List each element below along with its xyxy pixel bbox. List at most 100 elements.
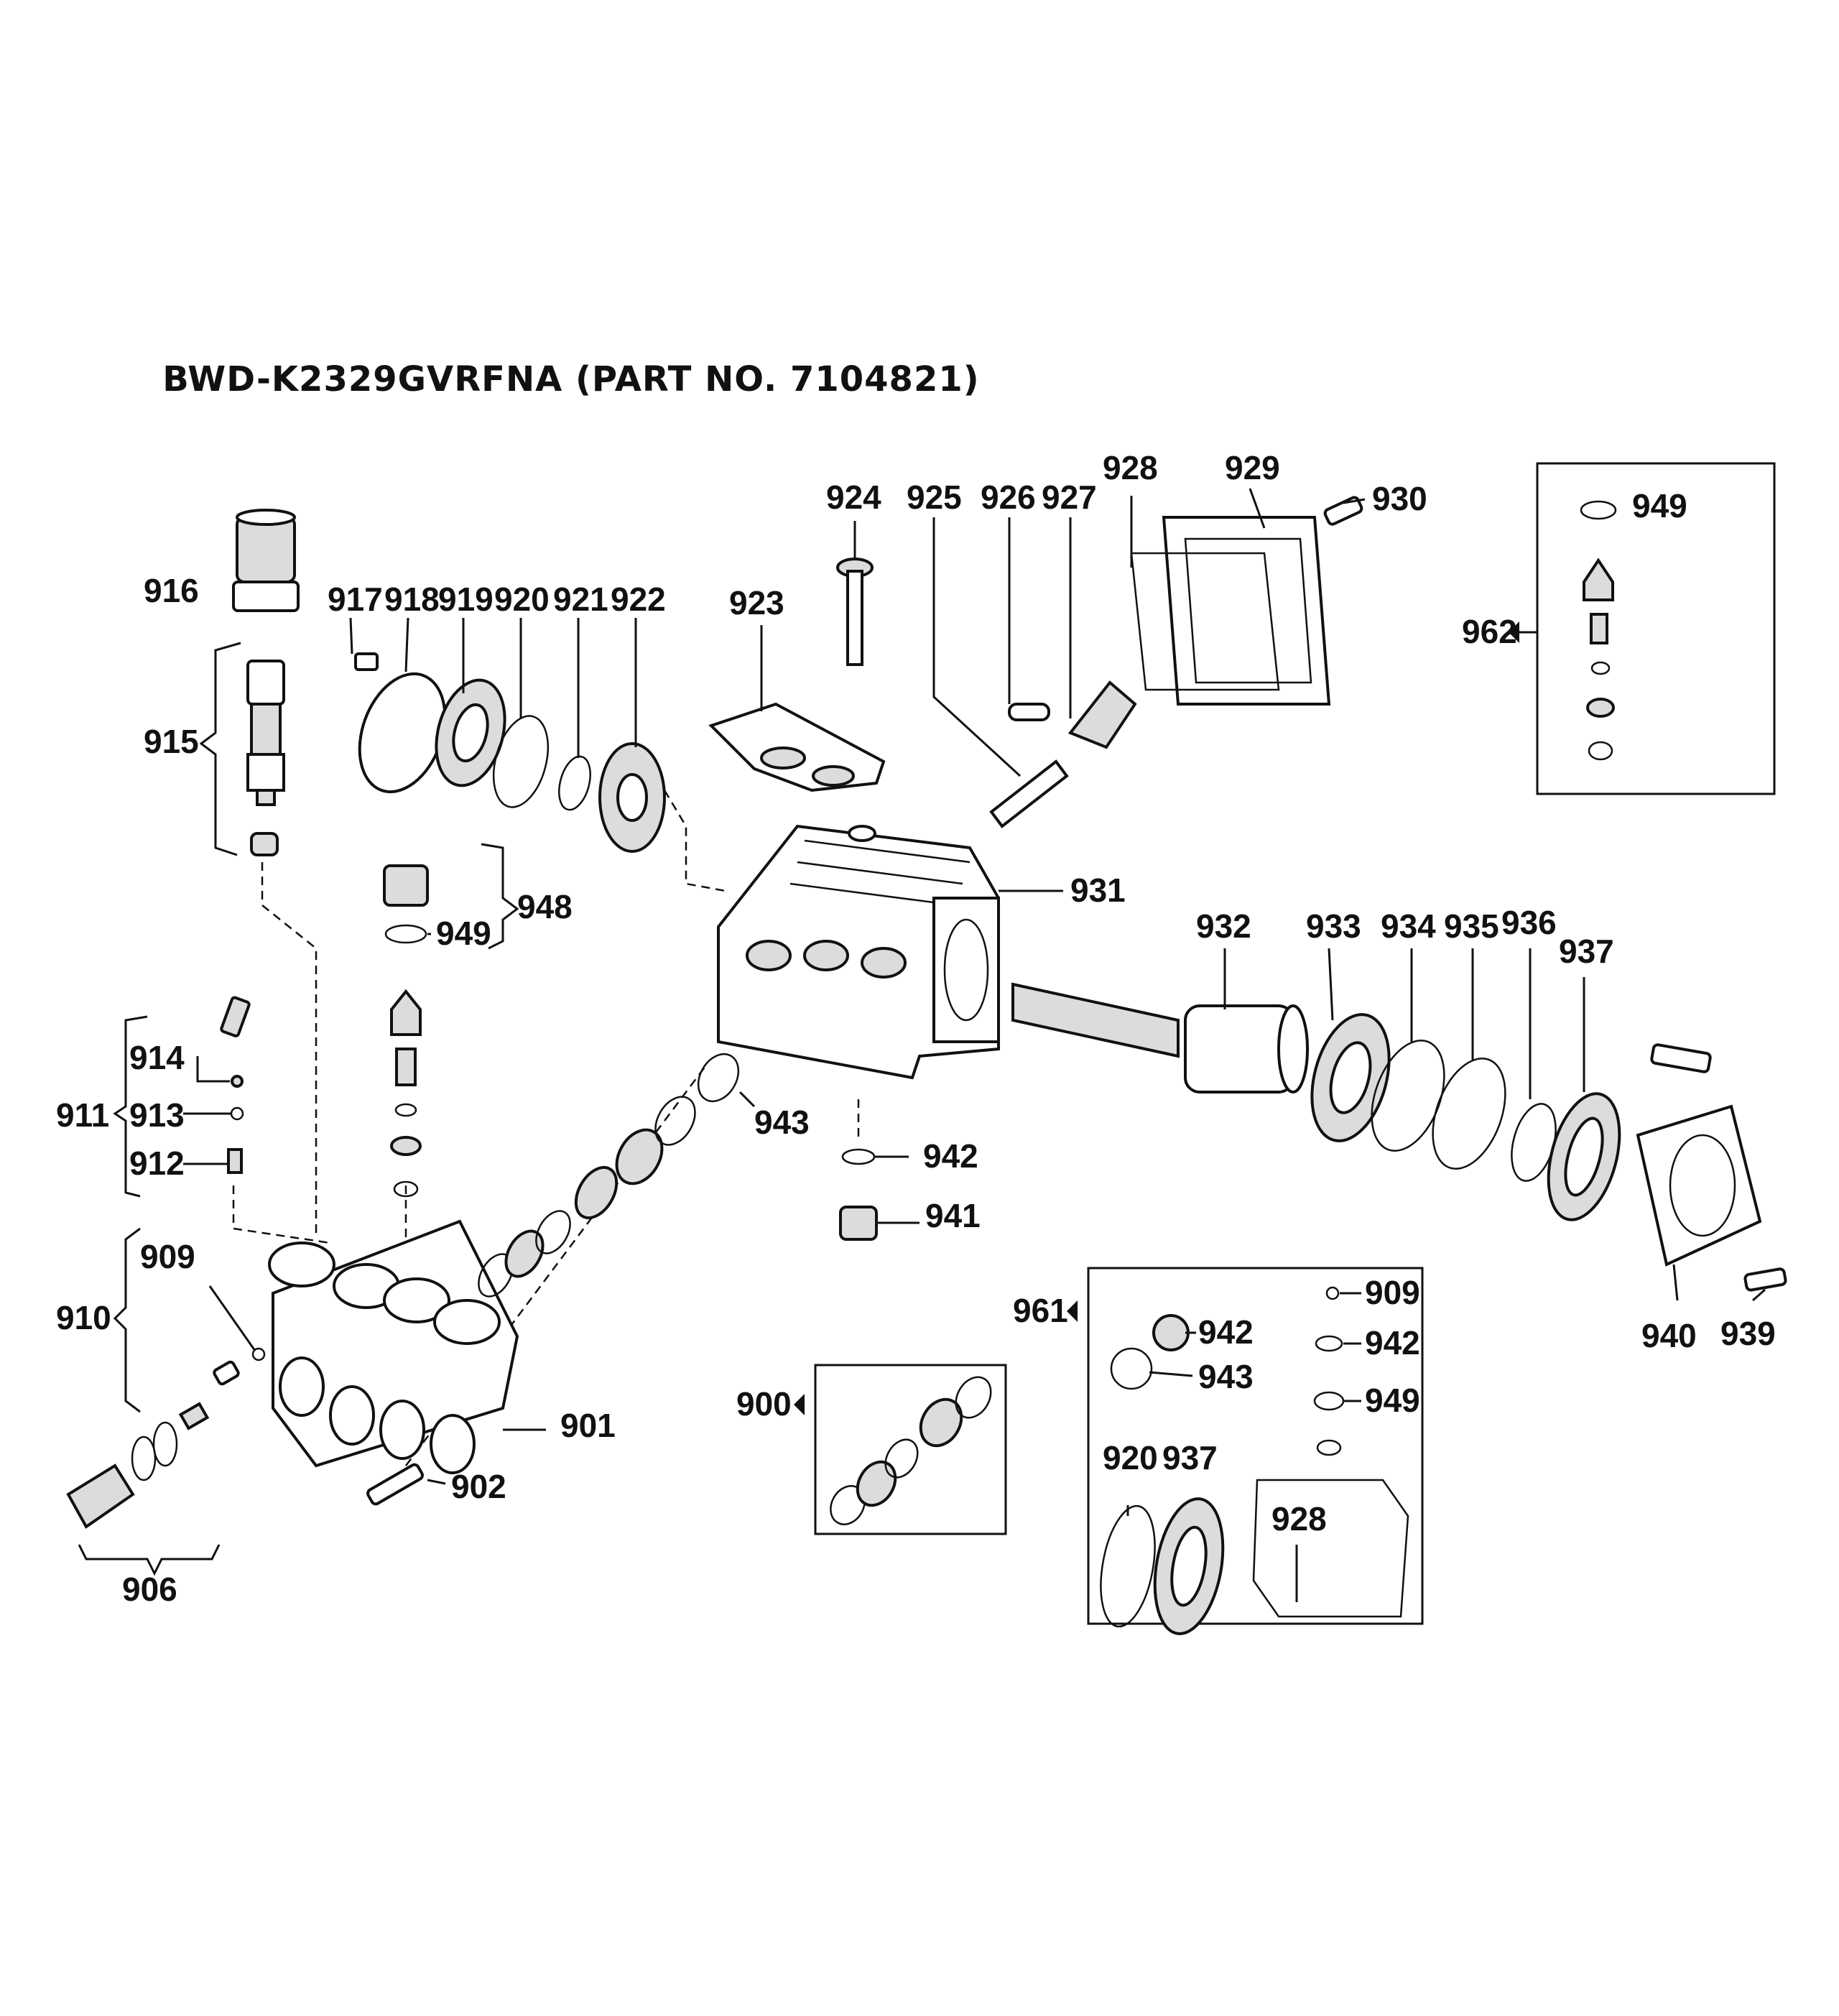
label-917: 917 xyxy=(328,581,383,618)
label-940: 940 xyxy=(1641,1317,1697,1354)
label-900: 900 xyxy=(736,1385,792,1423)
label-961: 961 xyxy=(1013,1292,1068,1329)
part-932-crankshaft xyxy=(1011,982,1309,1093)
label-912: 912 xyxy=(129,1145,185,1182)
check-valve-stack xyxy=(390,989,422,1198)
label-949: 949 xyxy=(436,915,491,952)
label-932: 932 xyxy=(1196,907,1251,945)
label-922: 922 xyxy=(611,581,666,618)
label-919: 919 xyxy=(438,581,494,618)
part-943-ring xyxy=(697,1053,740,1103)
leader-914 xyxy=(196,1056,230,1083)
part-931-crankcase xyxy=(717,824,1000,1080)
label-913: 913 xyxy=(129,1096,185,1134)
label-926: 926 xyxy=(981,478,1036,516)
diagram-title: BWD-K2329GVRFNA (PART NO. 7104821) xyxy=(162,359,980,399)
label-941: 941 xyxy=(925,1197,981,1234)
part-909-ball xyxy=(251,1347,266,1361)
label-939: 939 xyxy=(1720,1315,1776,1352)
part-902-bolt xyxy=(366,1463,424,1506)
part-914-fitting xyxy=(220,996,251,1088)
part-927-rod xyxy=(1067,680,1137,749)
kit-961-label-909: 909 xyxy=(1365,1274,1420,1311)
part-919-seal xyxy=(435,678,506,787)
label-906: 906 xyxy=(122,1571,177,1608)
part-901-manifold xyxy=(268,1219,519,1474)
label-902: 902 xyxy=(451,1468,506,1505)
part-906-fitting xyxy=(66,1360,240,1529)
label-931: 931 xyxy=(1070,871,1126,909)
label-937: 937 xyxy=(1559,933,1614,970)
label-901: 901 xyxy=(560,1407,616,1444)
packing-seal-stack xyxy=(478,1096,696,1298)
kit-961-label-920: 920 xyxy=(1103,1439,1158,1476)
kit-961-label-928: 928 xyxy=(1271,1500,1327,1538)
label-930: 930 xyxy=(1372,480,1427,517)
part-922-bearing xyxy=(598,742,666,853)
part-948-plug xyxy=(383,864,429,944)
label-911: 911 xyxy=(56,1096,109,1134)
leader-lines xyxy=(183,488,1766,1602)
kit-961-label-942a: 942 xyxy=(1198,1313,1254,1351)
label-924: 924 xyxy=(826,478,881,516)
label-921: 921 xyxy=(553,581,608,618)
label-935: 935 xyxy=(1444,907,1499,945)
part-917-screw xyxy=(354,652,379,671)
label-928: 928 xyxy=(1103,449,1158,486)
part-937-seal xyxy=(1547,1092,1621,1221)
label-943: 943 xyxy=(754,1104,810,1141)
label-933: 933 xyxy=(1306,907,1361,945)
kit-961-label-942b: 942 xyxy=(1365,1324,1420,1361)
part-929-cover xyxy=(1162,516,1331,706)
bracket-906 xyxy=(78,1544,221,1576)
part-925-pin xyxy=(989,759,1069,828)
part-920-ring xyxy=(492,715,550,808)
part-926-pin xyxy=(1008,703,1050,721)
part-928-gasket xyxy=(1130,552,1280,691)
kit-961-box xyxy=(1067,1267,1424,1635)
bracket-911 xyxy=(113,1015,148,1198)
kit-900-box xyxy=(794,1364,1007,1535)
label-934: 934 xyxy=(1381,907,1436,945)
label-909: 909 xyxy=(140,1238,195,1275)
part-942-oring xyxy=(841,1148,876,1165)
label-948: 948 xyxy=(517,888,573,925)
part-933-bearing xyxy=(1310,1013,1391,1142)
label-918: 918 xyxy=(384,581,440,618)
label-910: 910 xyxy=(56,1299,111,1336)
part-913-ball xyxy=(230,1106,244,1121)
bracket-910 xyxy=(113,1227,141,1413)
bracket-915 xyxy=(199,642,241,856)
label-929: 929 xyxy=(1225,449,1280,486)
kit-961-label-943: 943 xyxy=(1198,1358,1254,1395)
label-916: 916 xyxy=(144,572,199,609)
part-912-spring xyxy=(227,1148,243,1174)
part-923-block xyxy=(708,702,886,792)
label-936: 936 xyxy=(1501,904,1557,941)
label-962: 962 xyxy=(1462,613,1517,650)
label-920: 920 xyxy=(494,581,550,618)
part-934-ring xyxy=(1371,1040,1445,1152)
label-915: 915 xyxy=(144,723,199,760)
part-number-labels: 916 915 917 918 919 920 921 922 923 924 … xyxy=(56,449,1776,1608)
part-924-plunger xyxy=(836,558,874,666)
label-914: 914 xyxy=(129,1039,185,1076)
part-939-bolt xyxy=(1743,1267,1787,1292)
kit-962-label-949: 949 xyxy=(1632,487,1687,524)
part-941-plug xyxy=(839,1206,878,1241)
part-921-ring xyxy=(558,755,591,811)
part-935-clip xyxy=(1432,1058,1506,1170)
part-930-screw xyxy=(1323,496,1363,526)
part-915-valve xyxy=(246,660,285,856)
label-927: 927 xyxy=(1042,478,1097,516)
label-923: 923 xyxy=(729,584,784,621)
label-942: 942 xyxy=(923,1137,978,1175)
bracket-948 xyxy=(481,843,519,950)
kit-962-box xyxy=(1509,462,1776,795)
label-925: 925 xyxy=(907,478,962,516)
part-940-flange xyxy=(1636,1043,1762,1267)
part-916-cap xyxy=(232,509,300,612)
kit-961-label-937: 937 xyxy=(1162,1439,1218,1476)
